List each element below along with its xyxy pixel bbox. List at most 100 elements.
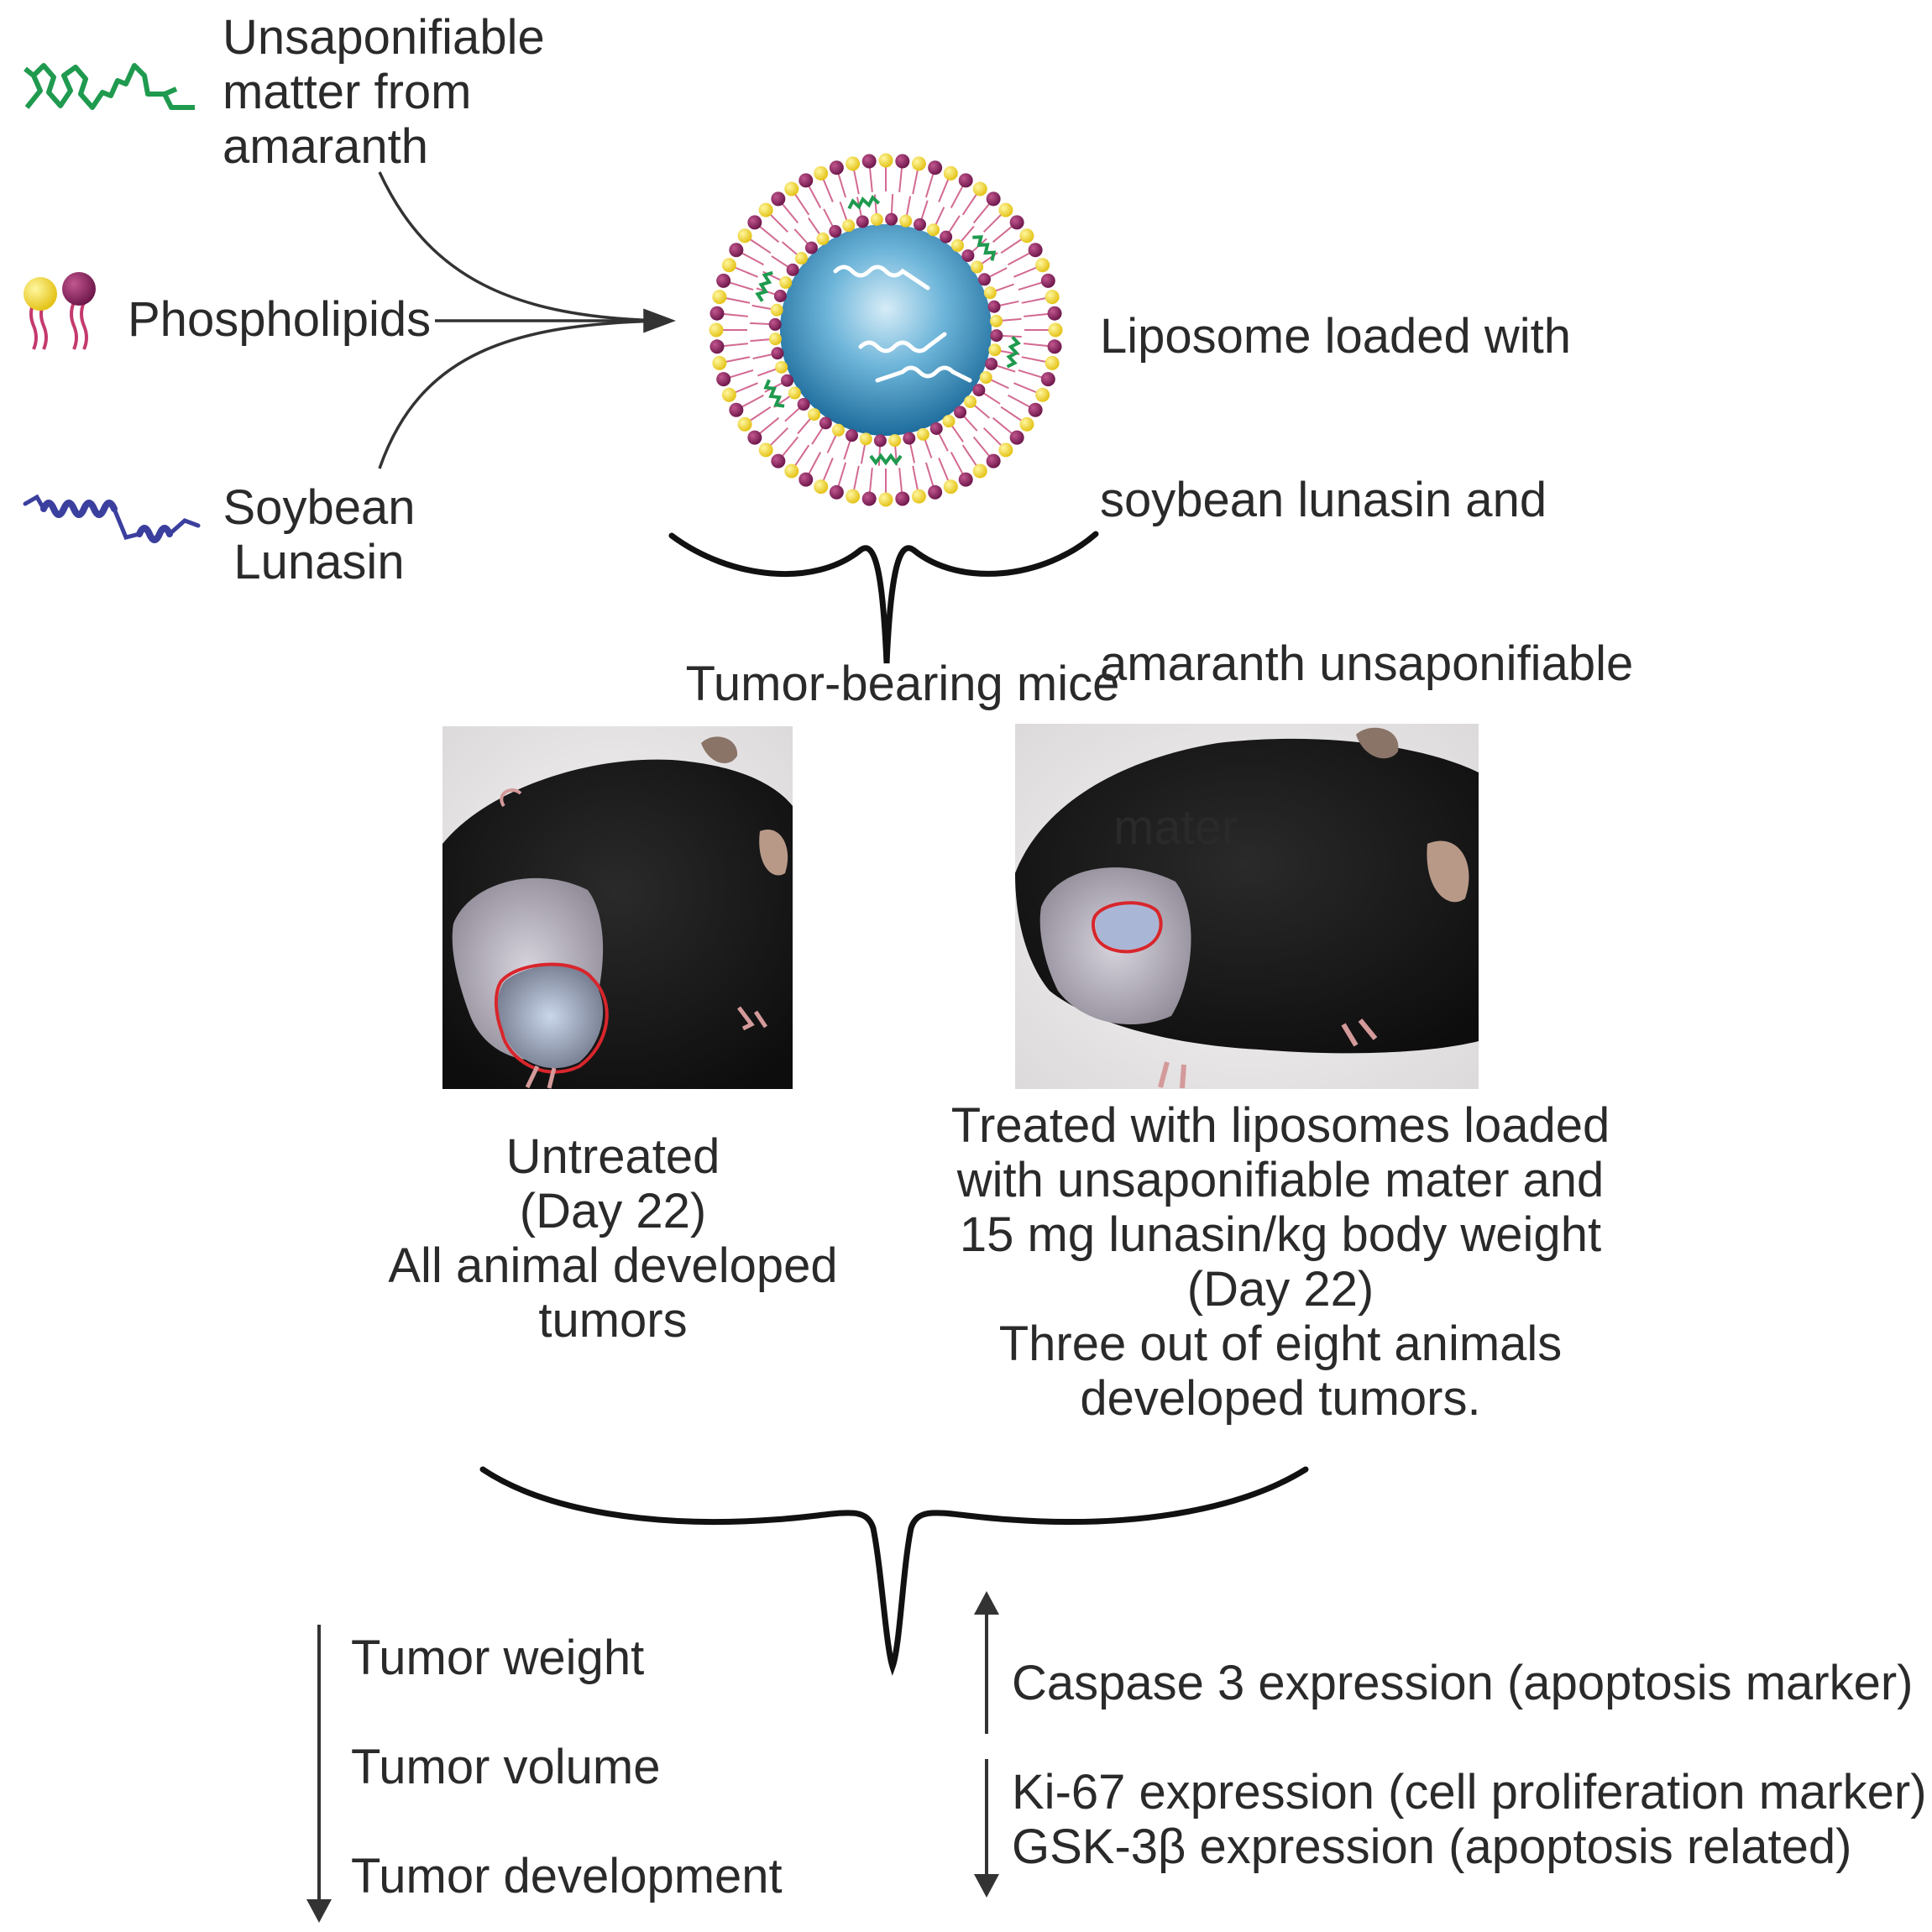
lipid-head xyxy=(928,160,943,175)
lipid-head xyxy=(768,317,782,331)
lipid-head xyxy=(873,434,887,448)
lipid-head xyxy=(911,489,926,504)
lipid-head xyxy=(985,357,998,370)
lipid-head xyxy=(928,484,943,500)
amaranth-molecule-icon xyxy=(24,63,195,110)
lipid-head xyxy=(747,430,762,445)
lipid-head xyxy=(979,371,992,385)
lipid-head xyxy=(954,406,967,419)
lipid-head xyxy=(990,329,1003,343)
unsaponifiable-label: Unsaponifiable matter from amaranth xyxy=(223,10,545,174)
lipid-head xyxy=(986,453,1001,469)
lipid-head xyxy=(819,416,832,430)
lipid-head xyxy=(1048,322,1063,338)
lipid-head xyxy=(1047,339,1062,354)
liposome-core xyxy=(780,224,992,436)
converging-arrows xyxy=(378,171,676,469)
lipid-head xyxy=(903,432,916,445)
tumor-weight-label: Tumor weight xyxy=(351,1631,645,1685)
lipid-head xyxy=(987,300,1001,313)
lipid-head xyxy=(721,387,736,402)
lipid-head xyxy=(709,322,724,338)
phospholipid-icon xyxy=(24,272,96,350)
lipid-head xyxy=(911,156,926,171)
lipid-head xyxy=(729,243,744,258)
lipid-head xyxy=(771,453,786,469)
amaranth-molecule xyxy=(1006,335,1021,369)
lipid-head xyxy=(972,181,987,196)
lower-brace xyxy=(479,1466,1309,1676)
lipid-head xyxy=(712,290,727,305)
lipid-head xyxy=(1045,355,1060,370)
lipid-head xyxy=(895,491,910,506)
lipid-head xyxy=(797,398,810,411)
lunasin-label: Soybean Lunasin xyxy=(223,480,416,589)
lipid-head xyxy=(958,472,973,487)
lipid-head xyxy=(1045,290,1060,305)
lunasin-strand xyxy=(858,332,947,353)
lipid-head xyxy=(814,165,829,181)
upper-brace xyxy=(668,531,1099,664)
lipid-head xyxy=(786,263,799,276)
lipid-head xyxy=(971,260,984,274)
lipid-head xyxy=(870,212,883,226)
lipid-head xyxy=(961,249,975,262)
lipid-head xyxy=(988,343,1002,357)
lipid-head xyxy=(943,479,958,495)
lipid-head xyxy=(846,489,861,504)
amaranth-molecule xyxy=(847,195,881,210)
lipid-head xyxy=(888,434,902,448)
lunasin-strand xyxy=(875,365,972,383)
lipid-head xyxy=(816,232,830,245)
lipid-head xyxy=(998,202,1013,217)
untreated-mouse-photo xyxy=(442,726,793,1089)
lipid-head xyxy=(737,228,752,243)
lipid-head xyxy=(950,238,964,252)
lipid-head xyxy=(737,416,752,432)
lipid-head xyxy=(729,402,744,417)
lipid-head xyxy=(927,223,940,237)
lipid-head xyxy=(859,432,872,446)
increase-arrow-right xyxy=(974,1591,999,1734)
lipid-head xyxy=(779,275,793,289)
lipid-head xyxy=(709,339,725,354)
lipid-head xyxy=(1009,430,1024,445)
lipid-head xyxy=(942,415,956,428)
lipid-head xyxy=(771,347,784,360)
lipid-head xyxy=(1028,243,1043,258)
lipid-head xyxy=(831,423,845,437)
lipid-head xyxy=(878,492,893,507)
lipid-head xyxy=(1040,372,1055,387)
lipid-head xyxy=(712,355,727,370)
lipid-head xyxy=(1009,215,1024,230)
lipid-head xyxy=(814,479,829,495)
tumor-development-label: Tumor development xyxy=(351,1849,783,1903)
lipid-head xyxy=(972,463,987,479)
lipid-head xyxy=(773,290,787,303)
lipid-head xyxy=(998,442,1013,458)
lipid-head xyxy=(878,153,893,168)
amaranth-molecule xyxy=(755,270,773,302)
lipid-head xyxy=(916,427,929,441)
lipid-head xyxy=(721,258,736,273)
tumor-volume-label: Tumor volume xyxy=(351,1740,661,1794)
lipid-head xyxy=(829,225,842,238)
lipid-head xyxy=(1040,273,1055,288)
lipid-head xyxy=(771,191,786,207)
lipid-head xyxy=(990,314,1003,327)
lipid-head xyxy=(943,165,958,181)
treated-mouse-photo xyxy=(1015,724,1479,1089)
lipid-head xyxy=(758,442,773,458)
lipid-head xyxy=(808,408,821,421)
lipid-head xyxy=(977,273,991,286)
lipid-head xyxy=(842,219,856,233)
lipid-head xyxy=(768,332,782,346)
lipid-head xyxy=(716,273,731,288)
lipid-head xyxy=(929,421,943,435)
lunasin-strand xyxy=(833,264,930,291)
lipid-head xyxy=(709,306,725,321)
lipid-head xyxy=(1035,387,1050,402)
lipid-head xyxy=(846,156,861,171)
treated-caption: Treated with liposomes loaded with unsap… xyxy=(950,1098,1610,1426)
